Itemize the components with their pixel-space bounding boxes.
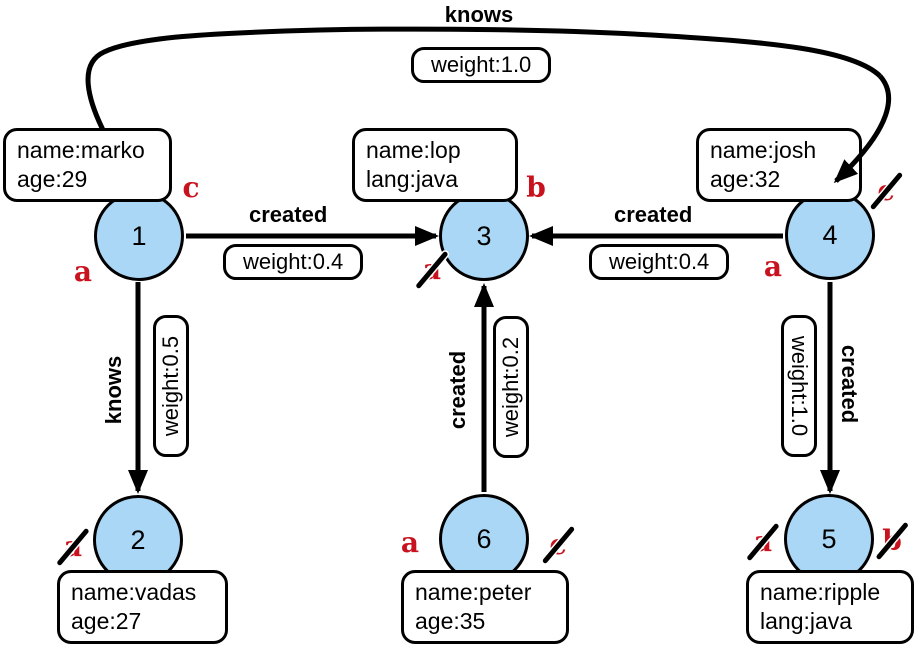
marker-a-node2: a [56, 527, 90, 567]
property-line: name:marko [17, 137, 145, 163]
property-box-josh: name:josh age:32 [696, 128, 862, 202]
marker-a-node6: a [400, 526, 420, 559]
weight-badge-1-3: weight:0.4 [223, 244, 364, 280]
marker-c-node4: c [869, 171, 903, 211]
node-id: 1 [131, 220, 147, 251]
node-id: 3 [476, 220, 492, 251]
property-line: age:35 [415, 608, 486, 634]
property-line: name:josh [710, 137, 817, 163]
marker-a-node4: a [763, 250, 783, 283]
property-line: name:ripple [760, 579, 881, 605]
property-box-marko: name:marko age:29 [3, 128, 172, 202]
marker-c-node6: c [541, 525, 575, 565]
node-circle-1: 1 [94, 191, 184, 281]
edge-label-created-6-3: created [445, 350, 470, 430]
node-id: 2 [130, 524, 146, 555]
weight-badge-6-3: weight:0.2 [493, 316, 529, 458]
marker-a-node5: a [746, 522, 780, 562]
property-box-vadas: name:vadas age:27 [57, 570, 228, 644]
property-box-lop: name:lop lang:java [352, 128, 518, 202]
edge-label-created-1-3: created [249, 202, 328, 227]
marker-c-node1: c [182, 171, 200, 204]
property-line: age:32 [710, 166, 781, 192]
property-box-peter: name:peter age:35 [401, 570, 569, 644]
property-line: lang:java [760, 608, 853, 634]
node-id: 5 [821, 523, 837, 554]
weight-badge-4-5: weight:1.0 [781, 315, 817, 457]
marker-b-node3: b [526, 171, 546, 204]
edge-label-knows-1-2: knows [101, 355, 126, 425]
property-line: lang:java [366, 166, 459, 192]
marker-a-node3: a [415, 250, 449, 290]
property-box-ripple: name:ripple lang:java [746, 570, 914, 644]
weight-badge-1-2: weight:0.5 [153, 315, 189, 457]
marker-b-node5: b [875, 521, 909, 561]
node-circle-6: 6 [439, 494, 529, 584]
edge-label-knows-top: knows [444, 2, 514, 27]
marker-a-node1: a [73, 255, 93, 288]
property-line: age:27 [71, 608, 142, 634]
weight-badge-4-3: weight:0.4 [589, 244, 730, 280]
edge-label-created-4-5: created [837, 344, 862, 424]
weight-badge-knows-top: weight:1.0 [411, 47, 552, 83]
node-circle-4: 4 [785, 190, 875, 280]
node-circle-3: 3 [439, 191, 529, 281]
property-line: name:peter [415, 579, 532, 605]
property-line: name:vadas [71, 579, 197, 605]
property-line: age:29 [17, 166, 88, 192]
node-id: 6 [476, 523, 492, 554]
property-line: name:lop [366, 137, 461, 163]
node-id: 4 [822, 219, 838, 250]
edge-label-created-4-3: created [614, 202, 693, 227]
